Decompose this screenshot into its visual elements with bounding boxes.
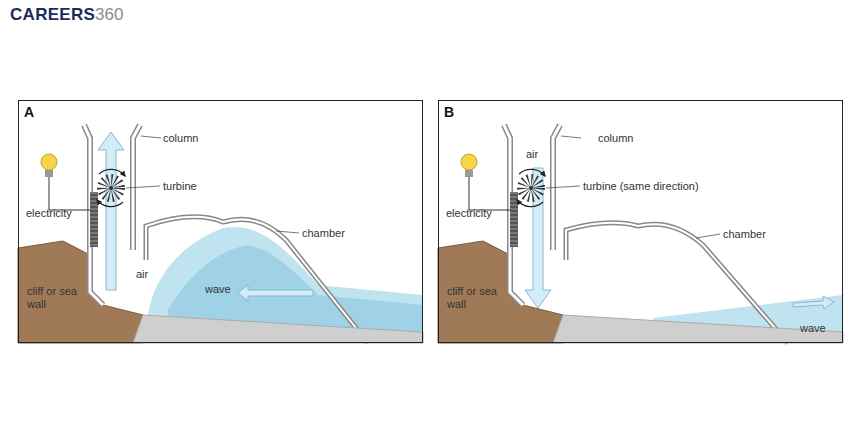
flow-label: wave <box>205 283 231 296</box>
part-label: chamber <box>723 228 766 241</box>
panel-a: A <box>18 100 423 343</box>
part-label: cliff or sea wall <box>447 285 509 311</box>
panel-letter: A <box>24 104 34 120</box>
flow-label: air <box>526 148 538 161</box>
part-label: electricity <box>446 207 492 220</box>
flow-label: air <box>136 268 148 281</box>
part-label: chamber <box>302 227 345 240</box>
part-label: cliff or sea wall <box>27 285 89 311</box>
watermark: 360 <box>95 8 123 21</box>
panel-b: B <box>438 100 843 343</box>
part-label: electricity <box>26 207 72 220</box>
panel-letter: B <box>444 104 454 120</box>
flow-label: wave <box>800 322 826 335</box>
part-label: column <box>598 132 633 145</box>
watermark: CAREERS <box>10 8 95 21</box>
part-label: turbine (same direction) <box>583 180 699 193</box>
part-label: column <box>163 132 198 145</box>
part-label: turbine <box>163 180 197 193</box>
